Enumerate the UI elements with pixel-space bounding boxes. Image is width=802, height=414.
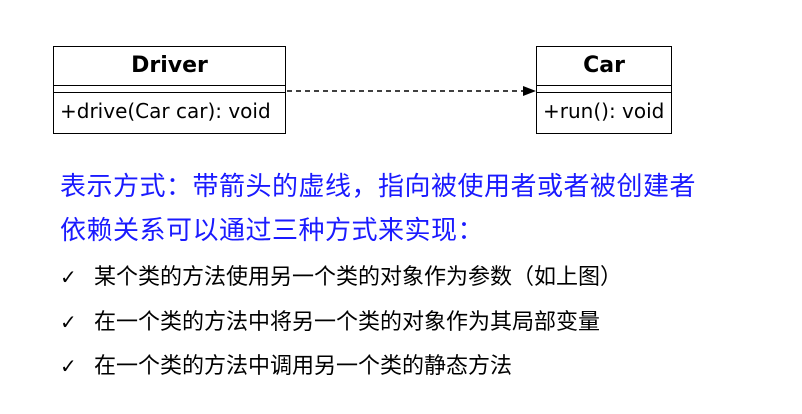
car-class-box: Car +run(): void: [536, 46, 672, 134]
check-icon: ✓: [60, 354, 77, 378]
dependency-arrowhead: [523, 86, 536, 96]
bullet-text: 某个类的方法使用另一个类的对象作为参数（如上图）: [94, 265, 623, 290]
check-icon: ✓: [60, 265, 77, 289]
bullet-item: ✓ 在一个类的方法中调用另一个类的静态方法: [60, 348, 512, 380]
car-attributes-compartment: [537, 86, 671, 93]
driver-class-box: Driver +drive(Car car): void: [53, 46, 286, 134]
driver-class-name: Driver: [54, 47, 285, 86]
bullet-item: ✓ 某个类的方法使用另一个类的对象作为参数（如上图）: [60, 259, 622, 291]
notation-description: 表示方式：带箭头的虚线，指向被使用者或者被创建者: [60, 172, 697, 202]
bullet-item: ✓ 在一个类的方法中将另一个类的对象作为其局部变量: [60, 304, 600, 336]
bullet-text: 在一个类的方法中将另一个类的对象作为其局部变量: [94, 310, 601, 335]
implementation-intro: 依赖关系可以通过三种方式来实现：: [60, 216, 485, 246]
car-method: +run(): void: [543, 99, 665, 123]
driver-method: +drive(Car car): void: [60, 99, 271, 123]
check-icon: ✓: [60, 310, 77, 334]
bullet-text: 在一个类的方法中调用另一个类的静态方法: [94, 354, 513, 379]
car-class-name: Car: [537, 47, 671, 86]
driver-attributes-compartment: [54, 86, 285, 93]
